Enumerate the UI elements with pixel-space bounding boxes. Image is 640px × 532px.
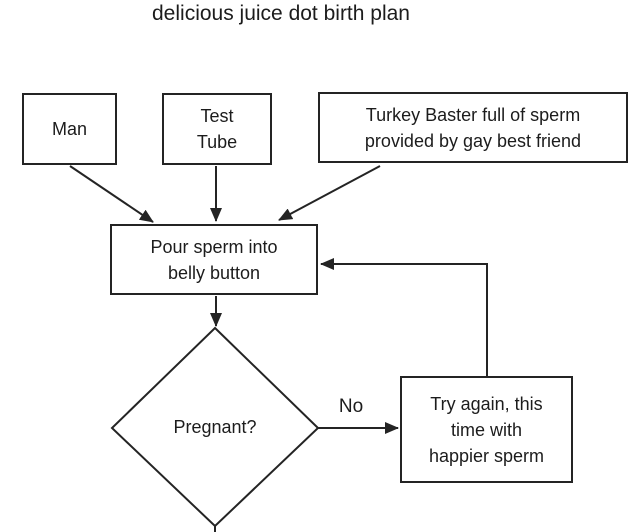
node-try-again: Try again, this time with happier sperm — [400, 376, 573, 483]
edge-label-no: No — [338, 396, 364, 417]
edge-man-to-pour — [69, 165, 154, 223]
node-turkey-baster: Turkey Baster full of sperm provided by … — [318, 92, 628, 163]
edge-try-again-to-pour — [320, 258, 488, 376]
diagram-title: delicious juice dot birth plan — [152, 2, 410, 25]
edge-turkey-baster-to-pour — [278, 165, 381, 221]
node-pregnant-label: Pregnant? — [173, 417, 257, 437]
node-pour-sperm: Pour sperm into belly button — [110, 224, 318, 295]
node-man: Man — [22, 93, 117, 165]
node-test-tube: Test Tube — [162, 93, 272, 165]
